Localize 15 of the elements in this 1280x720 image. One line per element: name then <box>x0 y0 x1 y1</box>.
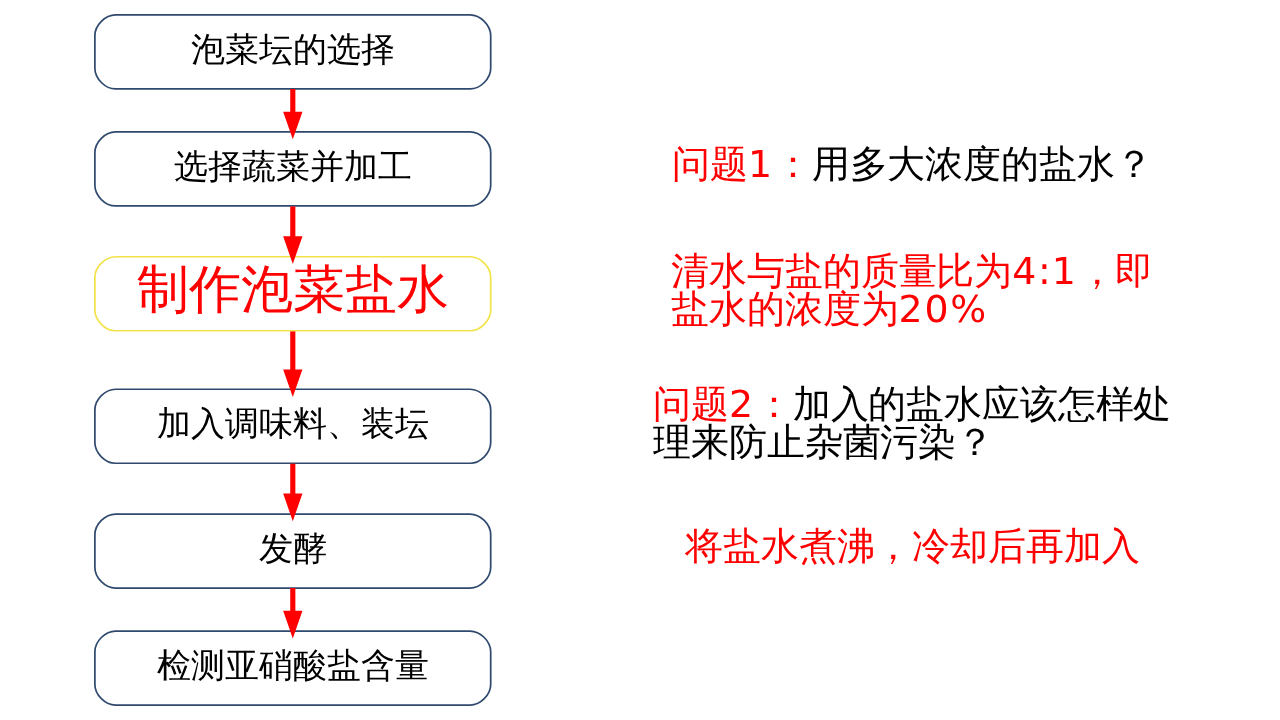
arrow <box>283 331 303 398</box>
arrow <box>283 89 303 140</box>
node-box: 泡菜坛的选择 <box>94 14 492 90</box>
arrow <box>283 588 303 639</box>
label: 问题2：加入的盐水应该怎样处理来防止杂菌污染？ <box>653 381 1172 464</box>
node-box: 发酵 <box>94 513 492 589</box>
node-box: 检测亚硝酸盐含量 <box>94 630 492 706</box>
node-box: 选择蔬菜并加工 <box>94 131 492 207</box>
node-box: 制作泡菜盐水 <box>94 255 492 332</box>
arrow <box>283 463 303 522</box>
label: 将盐水煮沸，冷却后再加入 <box>685 523 1140 568</box>
node-box: 加入调味料、装坛 <box>94 388 492 465</box>
label: 问题1：用多大浓度的盐水？ <box>672 141 1153 186</box>
label: 清水与盐的质量比为4:1，即盐水的浓度为20% <box>671 249 1154 332</box>
arrow <box>283 206 303 264</box>
